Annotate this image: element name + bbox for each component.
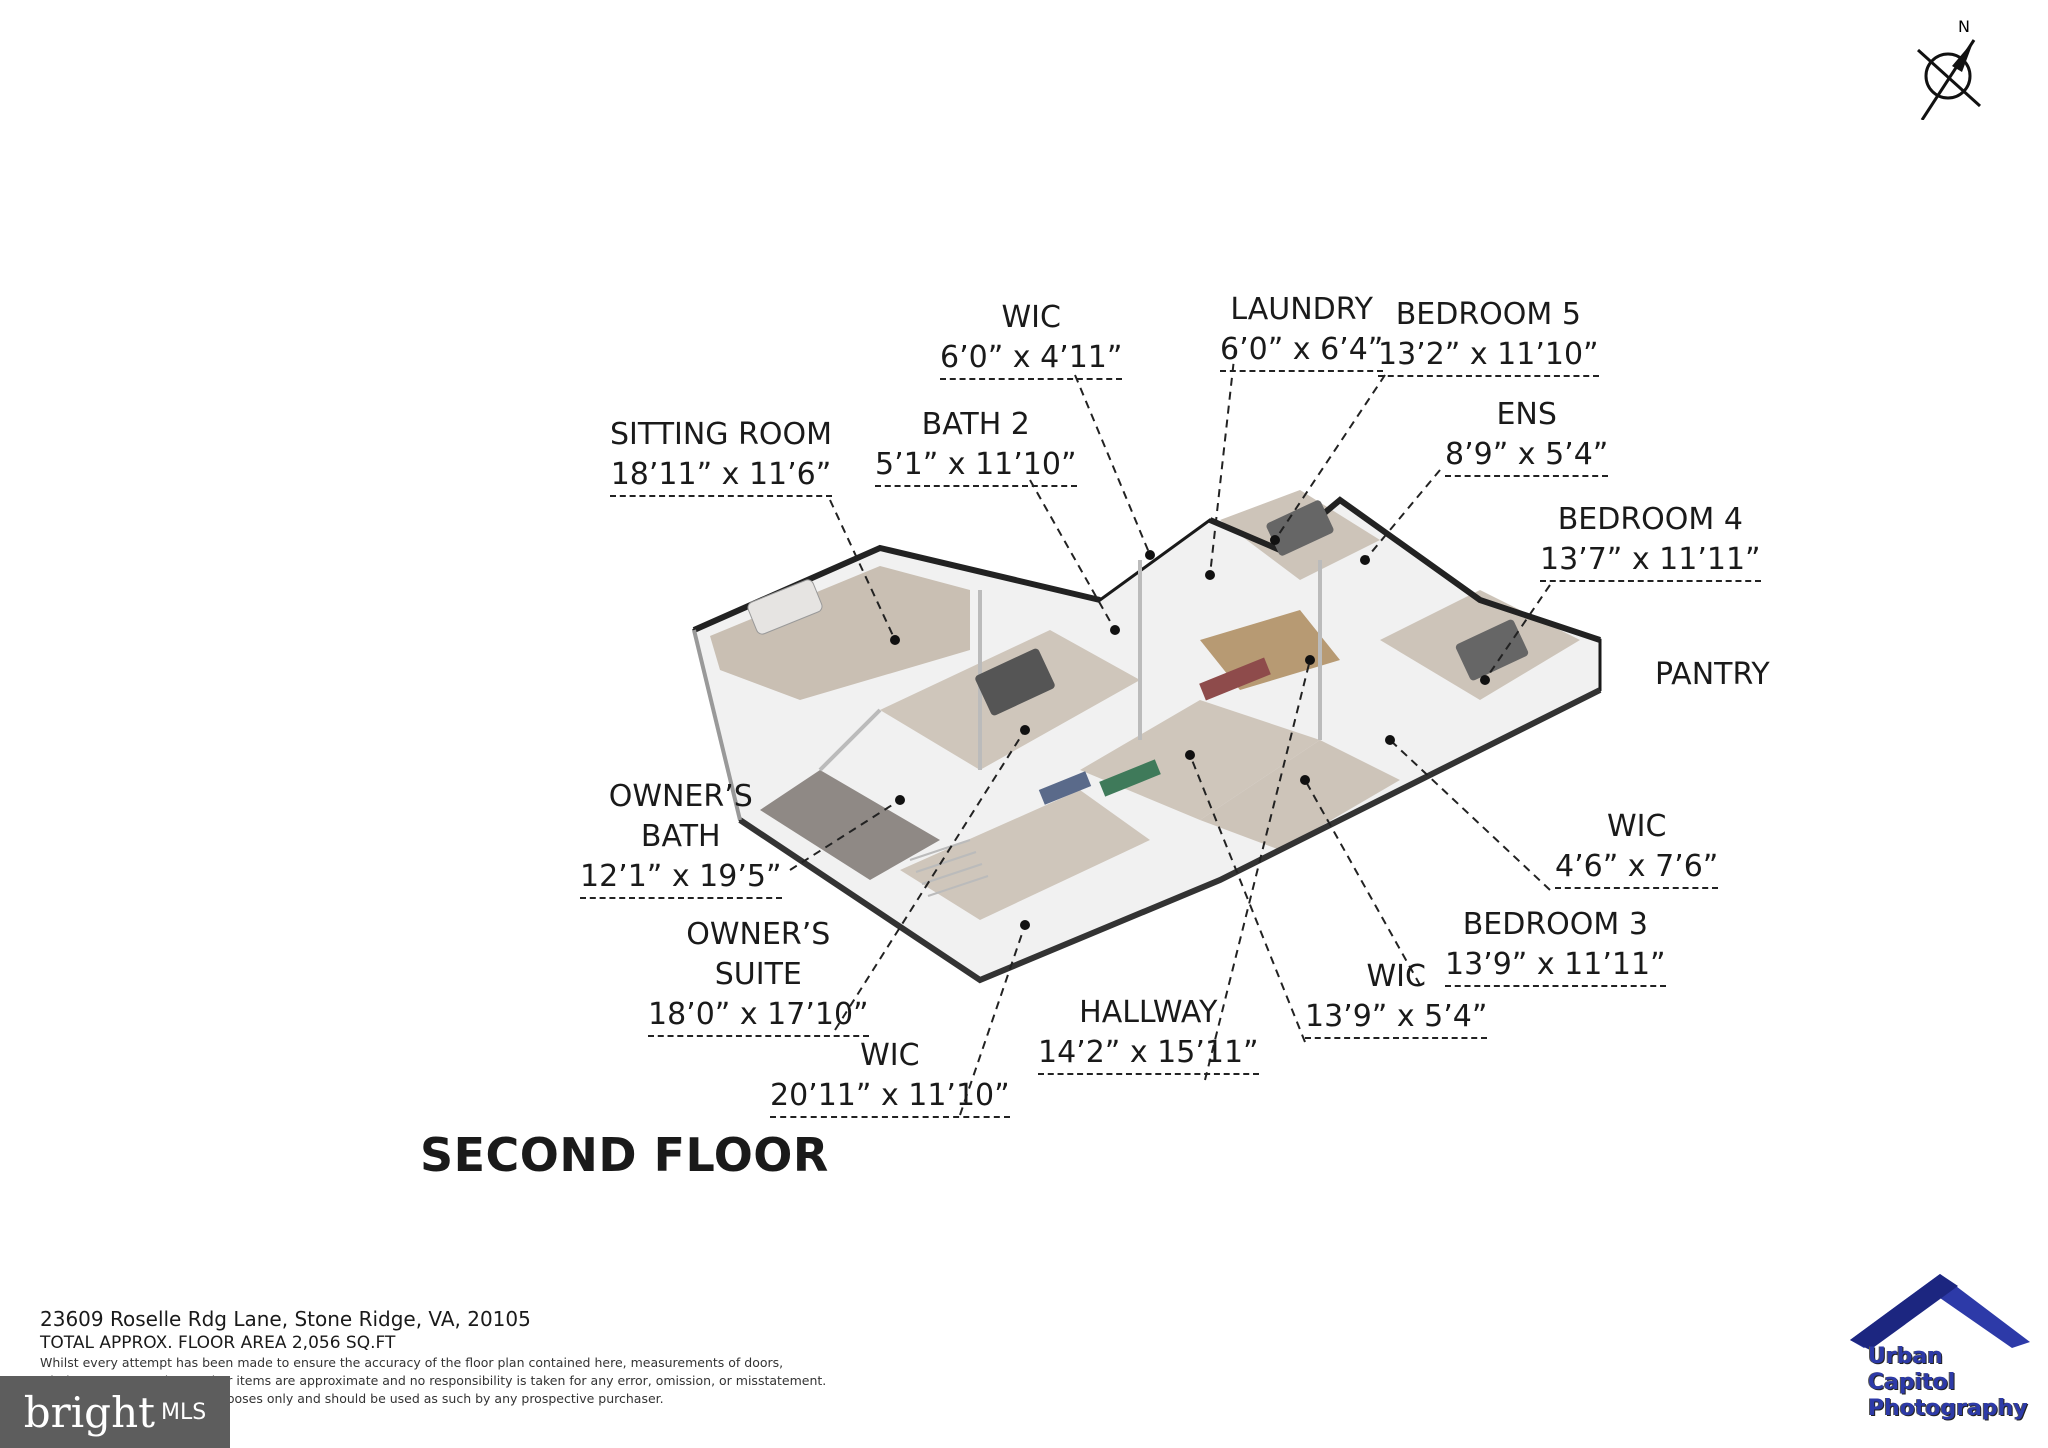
floor-title: SECOND FLOOR (420, 1128, 829, 1182)
label-wic-bottom: WIC 20’11” x 11’10” (770, 1036, 1010, 1118)
urban-capitol-logo-text: Urban Capitol Photography (1868, 1344, 2028, 1422)
room-name: WIC (1606, 809, 1667, 844)
room-name: WIC (860, 1038, 920, 1073)
label-bedroom-5: BEDROOM 5 13’2” x 11’10” (1378, 295, 1599, 377)
label-bath-2: BATH 2 5’1” x 11’10” (875, 405, 1077, 487)
sofa (747, 579, 823, 635)
label-bedroom-4: BEDROOM 4 13’7” x 11’11” (1540, 500, 1761, 582)
room-dim: 14’2” x 15’11” (1038, 1033, 1259, 1075)
logo-line-2: Capitol (1868, 1370, 1956, 1395)
compass-north-icon: N (1916, 17, 1982, 120)
compass-north-label: N (1958, 17, 1970, 36)
label-ens: ENS 8’9” x 5’4” (1445, 395, 1609, 477)
room-name: WIC (1001, 300, 1061, 335)
label-laundry: LAUNDRY 6’0” x 6’4” (1220, 290, 1384, 372)
urban-capitol-logo-icon (1850, 1274, 2030, 1350)
room-name-2: BATH (640, 819, 721, 854)
room-name: BEDROOM 3 (1462, 907, 1648, 942)
room-dim: 13’9” x 5’4” (1305, 997, 1488, 1039)
room-dim: 18’11” x 11’6” (610, 455, 833, 497)
label-wic-right: WIC 4’6” x 7’6” (1555, 807, 1719, 889)
room-dim: 13’2” x 11’10” (1378, 335, 1599, 377)
room-dim: 6’0” x 4’11” (940, 338, 1123, 380)
bright-mls-watermark: bright MLS (0, 1376, 230, 1448)
room-dim: 13’9” x 11’11” (1445, 945, 1666, 987)
floor-area: TOTAL APPROX. FLOOR AREA 2,056 SQ.FT (40, 1333, 396, 1353)
label-hallway: HALLWAY 14’2” x 15’11” (1038, 993, 1259, 1075)
disclaimer-line-1: Whilst every attempt has been made to en… (40, 1355, 784, 1370)
label-owners-suite: OWNER’S SUITE 18’0” x 17’10” (648, 915, 869, 1037)
room-dim: 6’0” x 6’4” (1220, 330, 1384, 372)
label-wic-top: WIC 6’0” x 4’11” (940, 298, 1123, 380)
logo-line-3: Photography (1868, 1396, 2028, 1421)
room-name: PANTRY (1655, 657, 1770, 692)
property-address: 23609 Roselle Rdg Lane, Stone Ridge, VA,… (40, 1307, 531, 1331)
room-name: BEDROOM 5 (1395, 297, 1581, 332)
logo-line-1: Urban (1868, 1344, 1943, 1369)
room-name-2: SUITE (714, 957, 802, 992)
disclaimer-line-2: windows, rooms and any other items are a… (40, 1373, 827, 1388)
label-sitting-room: SITTING ROOM 18’11” x 11’6” (610, 415, 833, 497)
room-dim: 5’1” x 11’10” (875, 445, 1077, 487)
room-name: BEDROOM 4 (1557, 502, 1743, 537)
room-name: ENS (1496, 397, 1557, 432)
label-pantry: PANTRY (1655, 655, 1770, 695)
closet-hanging-2 (1099, 759, 1161, 797)
watermark-brand: bright (23, 1387, 155, 1437)
room-dim: 20’11” x 11’10” (770, 1076, 1010, 1118)
closet-hanging-3 (1038, 771, 1092, 805)
label-owners-bath: OWNER’S BATH 12’1” x 19’5” (580, 777, 782, 899)
room-dim: 12’1” x 19’5” (580, 857, 782, 899)
room-name: SITTING ROOM (610, 417, 833, 452)
bed-owners (975, 648, 1055, 716)
room-name: HALLWAY (1079, 995, 1218, 1030)
room-name: OWNER’S (686, 917, 831, 952)
room-name: LAUNDRY (1230, 292, 1374, 327)
room-name: BATH 2 (921, 407, 1030, 442)
room-dim: 18’0” x 17’10” (648, 995, 869, 1037)
room-dim: 4’6” x 7’6” (1555, 847, 1719, 889)
watermark-suffix: MLS (161, 1399, 207, 1425)
room-dim: 8’9” x 5’4” (1445, 435, 1609, 477)
room-name: WIC (1366, 959, 1426, 994)
label-bedroom-3: BEDROOM 3 13’9” x 11’11” (1445, 905, 1666, 987)
room-dim: 13’7” x 11’11” (1540, 540, 1761, 582)
room-name: OWNER’S (608, 779, 753, 814)
label-wic-middle: WIC 13’9” x 5’4” (1305, 957, 1488, 1039)
